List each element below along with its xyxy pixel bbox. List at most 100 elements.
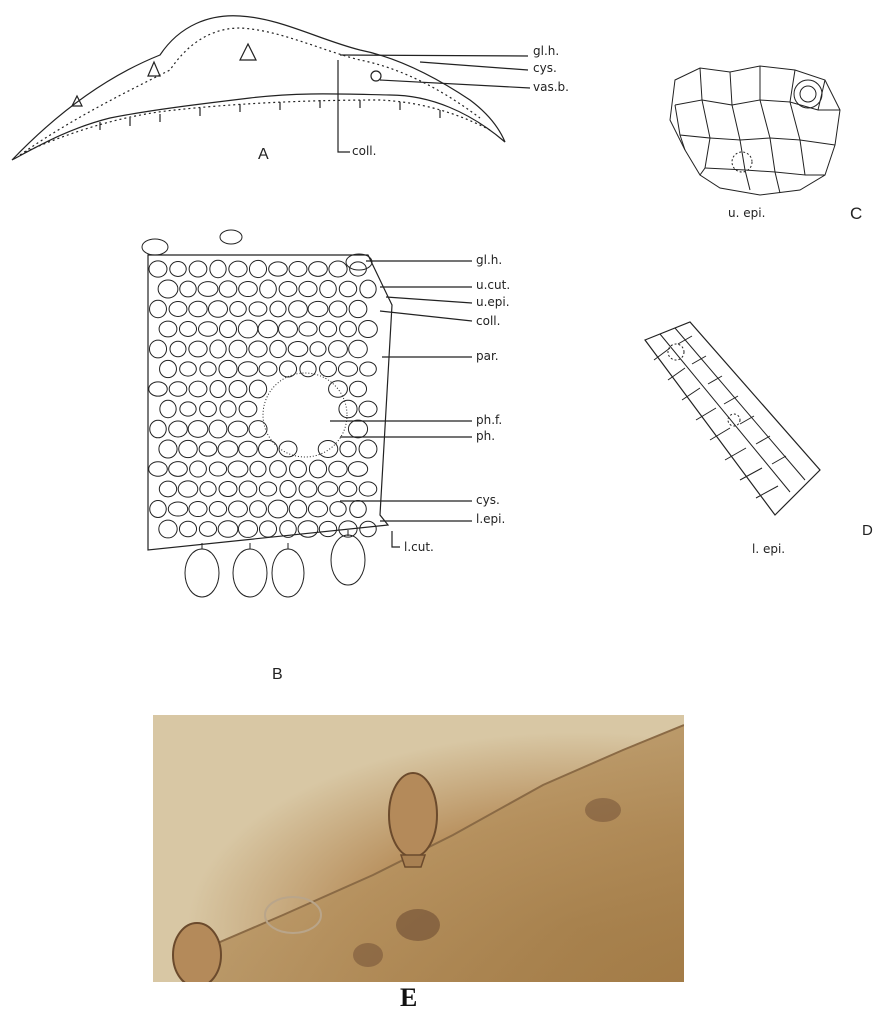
glandular-trichome [389,773,437,857]
tissue-cell [300,361,316,376]
tissue-cell [258,320,278,337]
tissue-cell [268,500,288,518]
tissue-cell [199,522,216,537]
tissue-cell [329,301,347,317]
tissue-cell [230,302,247,317]
tissue-cell [169,382,187,396]
tissue-cell [280,481,296,498]
tissue-cell [178,481,198,497]
tissue-cell [168,502,187,516]
tissue-cell [149,462,168,477]
tissue-cell [320,361,337,376]
tissue-cell [209,420,227,438]
label-cys-a: cys. [533,61,557,75]
tissue-cell [259,521,276,537]
label-vas-b-a: vas.b. [533,80,569,94]
label-gl-h-a: gl.h. [533,44,559,58]
tissue-cell [308,501,327,517]
label-l-epi-b: l.epi. [476,512,505,526]
label-u-cut-b: u.cut. [476,278,510,292]
tissue-cell [339,281,356,296]
label-ph-f-b: ph.f. [476,413,502,427]
tissue-cell [218,441,238,457]
tissue-cell [260,280,277,298]
tissue-cell [329,261,347,277]
label-gl-h-b: gl.h. [476,253,502,267]
tissue-cell [238,320,257,338]
tissue-cell [189,501,207,516]
label-par-b: par. [476,349,499,363]
tissue-cell [229,501,248,517]
tissue-cell [150,420,166,438]
tissue-cell [210,260,226,278]
tissue-cell [279,321,298,338]
tissue-cell [279,282,297,297]
label-l-epi-d: l. epi. [752,542,785,556]
tissue-cell [229,340,247,357]
tissue-cell [350,501,367,518]
tissue-cell [149,261,167,277]
label-u-epi-b: u.epi. [476,295,510,309]
tissue-cell [149,340,166,358]
tissue-cell [189,341,207,357]
tissue-cell [189,381,207,397]
tissue-cell [249,341,267,357]
tissue-cells [149,260,378,538]
leaf-outline-a [12,16,505,160]
panel-c: u. epi. C [660,50,880,240]
tissue-cell [319,321,336,336]
tissue-cell [249,302,267,316]
panel-b: gl.h. u.cut. u.epi. coll. par. ph.f. ph.… [130,225,550,685]
tissue-cell [250,501,267,518]
tissue-cell [270,301,286,317]
tissue-cell [228,461,248,477]
tissue-cell [359,321,378,338]
tissue-cell [360,280,376,298]
tissue-cell [290,461,307,478]
label-ph-b: ph. [476,429,495,443]
panel-letter-d: D [862,522,873,539]
tissue-cell [359,440,377,458]
tissue-cell [238,521,257,538]
tissue-cell [199,442,217,456]
tissue-cell [219,481,237,496]
panel-letter-b: B [272,666,283,684]
tissue-cell [319,521,336,536]
tissue-cell [159,321,177,337]
tissue-cell [200,362,216,376]
panel-a-drawing [0,0,620,190]
tissue-cell [338,362,357,377]
tissue-cell [309,460,326,478]
tissue-cell [210,380,226,397]
tissue-cell [229,381,247,398]
tissue-cell [299,281,317,296]
tissue-cell [180,281,196,297]
tissue-cell [329,381,348,398]
tissue-cell [200,401,217,416]
tissue-cell [229,261,247,277]
tissue-cell [318,482,338,496]
tissue-cell [159,520,177,538]
label-coll-b: coll. [476,314,500,328]
panel-c-drawing [660,50,880,240]
tissue-cell [308,301,328,316]
tissue-cell [210,340,226,358]
tissue-cell [249,380,266,398]
tissue-cell [299,481,317,497]
tissue-cell [330,502,346,517]
tissue-cell [170,341,186,356]
tissue-cell [179,440,198,457]
tissue-cell [208,301,227,318]
panel-d-drawing [630,310,880,520]
tissue-cell [270,340,287,357]
tissue-cell [289,262,307,277]
leaf-tissue [183,725,684,982]
tissue-cell [188,421,208,438]
tissue-cell [339,400,357,418]
tissue-cell [239,401,257,417]
tissue-cell [349,300,367,317]
tissue-cell [289,500,307,518]
tissue-cell [189,261,207,277]
tissue-cell [160,400,176,418]
tissue-cell [219,360,237,377]
